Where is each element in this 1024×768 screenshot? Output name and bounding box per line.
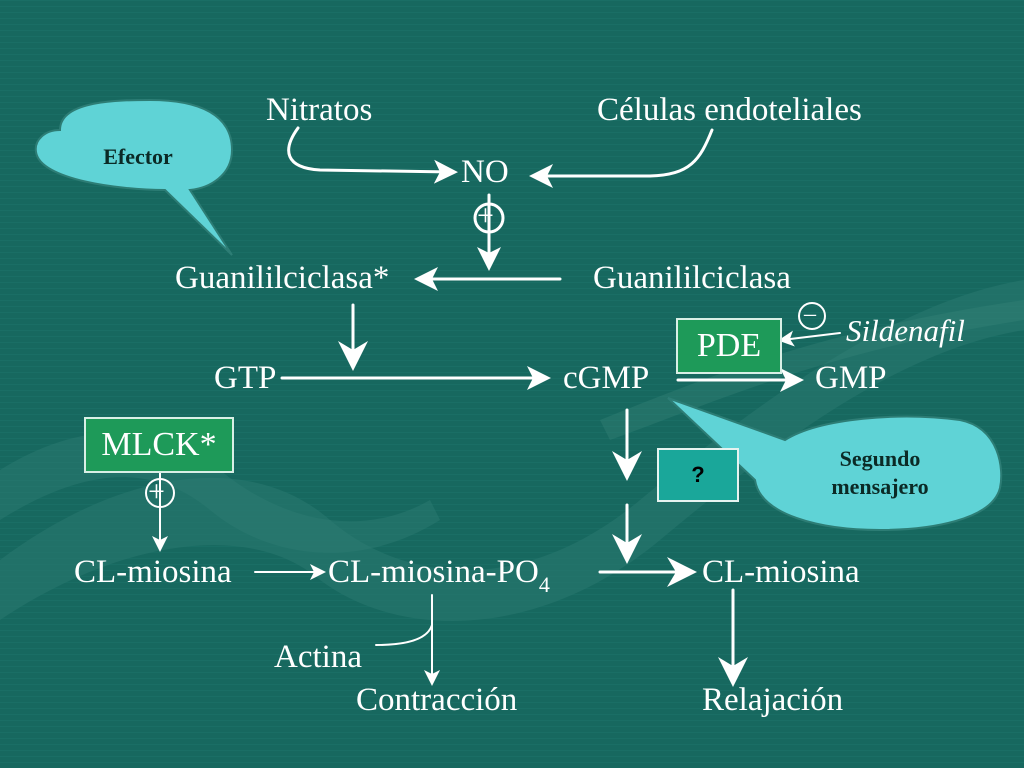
gtp-label: GTP — [214, 360, 277, 396]
arrow-sildenafil-pde — [778, 330, 841, 347]
contraccion-label: Contracción — [356, 682, 518, 718]
guanililciclasa-label: Guanililciclasa — [593, 260, 791, 296]
relajacion-label: Relajación — [702, 682, 844, 718]
no-plus-circle — [473, 202, 505, 234]
question-box: ? — [657, 448, 739, 502]
segundo-line1: Segundo — [839, 446, 921, 471]
actina-label: Actina — [274, 639, 362, 675]
nitratos-label: Nitratos — [266, 92, 373, 128]
mlck-box: MLCK* — [84, 417, 234, 473]
mlck-plus-sign: + — [148, 475, 165, 508]
efector-bubble — [34, 98, 234, 256]
segundo-bubble — [667, 397, 1003, 532]
segundo-line2: mensajero — [831, 473, 929, 499]
cl-miosina-right-label: CL-miosina — [702, 554, 860, 590]
mlck-plus-circle — [145, 478, 175, 508]
cl-miosina-po-text: CL-miosina-PO — [328, 554, 539, 590]
efector-label: Efector — [103, 144, 173, 169]
sildenafil-label: Sildenafil — [846, 313, 965, 348]
celulas-endoteliales-label: Células endoteliales — [597, 92, 862, 128]
gmp-label: GMP — [815, 360, 887, 396]
sildenafil-minus-circle — [798, 302, 826, 330]
po4-subscript: 4 — [538, 572, 550, 597]
sildenafil-minus-sign: – — [804, 301, 816, 327]
cl-miosina-left-label: CL-miosina — [74, 554, 232, 590]
no-plus-sign: + — [477, 199, 494, 232]
no-label: NO — [461, 154, 509, 190]
cgmp-label: cGMP — [563, 360, 650, 396]
segundo-mensajero-label: Segundo mensajero — [790, 445, 970, 500]
pde-box: PDE — [676, 318, 782, 374]
arrow-celulas-no — [529, 128, 714, 188]
arrow-actina-join — [375, 624, 433, 646]
cl-miosina-po4-label: CL-miosina-PO4 — [328, 554, 550, 596]
guanililciclasa-active-label: Guanililciclasa* — [175, 260, 390, 296]
arrow-nitratos-no — [287, 126, 458, 184]
